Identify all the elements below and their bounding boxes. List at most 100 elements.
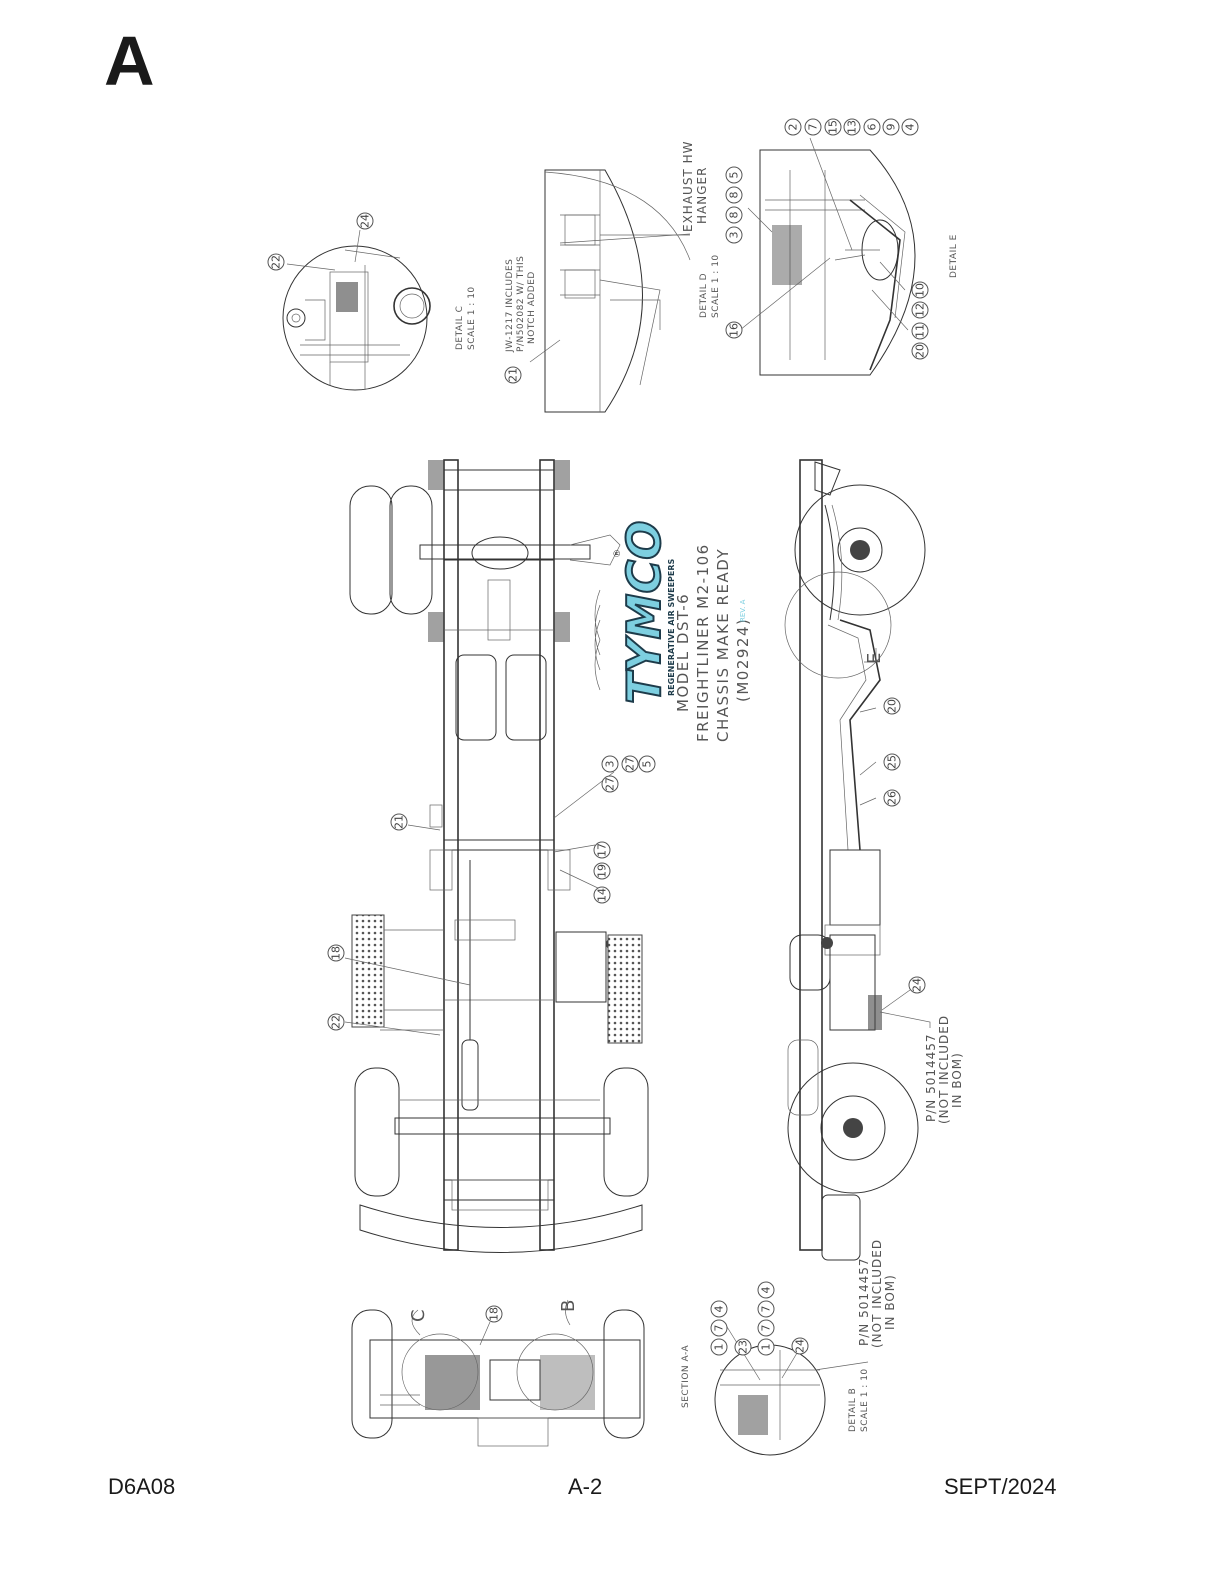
- title-make-ready: CHASSIS MAKE READY: [714, 548, 732, 742]
- callout-balloon: 10: [911, 281, 929, 299]
- callout-balloon: 8: [725, 186, 743, 204]
- detail-d: JW-1217 INCLUDES P/N502082 W/ THIS NOTCH…: [505, 141, 721, 413]
- svg-text:7: 7: [760, 1306, 773, 1313]
- svg-text:3: 3: [604, 761, 617, 768]
- callout-balloon: 4: [757, 1281, 775, 1299]
- balloon-callouts: 2 7 15 13 6 9 4 3 8 8 5 16 10 12 11 20 2…: [267, 118, 929, 1356]
- title-rev: REV. A: [739, 599, 747, 622]
- callout-balloon: 8: [725, 206, 743, 224]
- pn-detail-line1: P/N 5014457: [857, 1257, 871, 1346]
- callout-balloon: 13: [843, 118, 861, 136]
- callout-balloon: 21: [390, 813, 408, 831]
- callout-balloon: 22: [327, 1013, 345, 1031]
- pn-detail-line2: (NOT INCLUDED: [870, 1239, 884, 1348]
- pn-side-line2: (NOT INCLUDED: [937, 1015, 951, 1124]
- pn-detail-line3: IN BOM): [883, 1274, 897, 1330]
- svg-text:6: 6: [866, 124, 879, 131]
- callout-balloon: 9: [882, 118, 900, 136]
- callout-balloon: 12: [911, 301, 929, 319]
- svg-text:22: 22: [270, 255, 283, 269]
- callout-balloon: 6: [863, 118, 881, 136]
- pn-side-line1: P/N 5014457: [924, 1033, 938, 1122]
- svg-text:14: 14: [596, 888, 609, 902]
- detail-d-scale: SCALE 1 : 10: [711, 254, 721, 318]
- chassis-side-view: [784, 459, 931, 1261]
- callout-balloon: 5: [725, 166, 743, 184]
- callout-balloon: 19: [593, 862, 611, 880]
- callout-balloon: 26: [883, 789, 901, 807]
- callout-balloon: 17: [593, 841, 611, 859]
- tymco-logo: TYMCO: [617, 521, 671, 704]
- svg-text:21: 21: [507, 368, 520, 382]
- svg-text:7: 7: [760, 1325, 773, 1332]
- section-aa-label: SECTION A-A: [681, 1344, 691, 1408]
- svg-text:20: 20: [914, 344, 927, 358]
- callout-balloon: 22: [267, 253, 285, 271]
- svg-text:13: 13: [846, 120, 859, 134]
- svg-text:18: 18: [330, 946, 343, 960]
- svg-text:3: 3: [728, 232, 741, 239]
- svg-text:20: 20: [886, 699, 899, 713]
- svg-text:11: 11: [914, 324, 927, 338]
- callout-balloon: 24: [356, 212, 374, 230]
- svg-text:24: 24: [794, 1339, 807, 1353]
- callout-balloon: 7: [710, 1319, 728, 1337]
- callout-balloon: 27: [601, 775, 619, 793]
- svg-text:27: 27: [604, 777, 617, 791]
- section-aa-view: C B E SECTION A-A: [351, 653, 885, 1447]
- svg-text:21: 21: [393, 815, 406, 829]
- callout-balloon: 15: [824, 118, 842, 136]
- detail-e: DETAIL E: [739, 137, 959, 376]
- title-model: MODEL DST-6: [674, 593, 692, 712]
- svg-text:17: 17: [596, 843, 609, 857]
- callout-balloon: 2: [784, 118, 802, 136]
- svg-text:19: 19: [596, 864, 609, 878]
- footer-document-code: D6A08: [108, 1474, 176, 1499]
- callout-balloon: 1: [710, 1338, 728, 1356]
- callout-balloon: 23: [734, 1338, 752, 1356]
- callout-balloon: 4: [710, 1300, 728, 1318]
- svg-text:1: 1: [713, 1344, 726, 1351]
- svg-text:1: 1: [760, 1344, 773, 1351]
- callout-balloon: 24: [908, 976, 926, 994]
- svg-text:7: 7: [713, 1325, 726, 1332]
- callout-balloon: 7: [757, 1319, 775, 1337]
- detail-c: DETAIL C SCALE 1 : 10: [282, 229, 477, 391]
- detail-b-scale: SCALE 1 : 10: [860, 1368, 870, 1432]
- title-block: TYMCO REGENERATIVE AIR SWEEPERS ® MODEL …: [594, 520, 752, 742]
- tymco-tagline: REGENERATIVE AIR SWEEPERS: [667, 558, 676, 696]
- svg-text:5: 5: [728, 172, 741, 179]
- svg-text:10: 10: [914, 283, 927, 297]
- pn-side-line3: IN BOM): [950, 1052, 964, 1108]
- exhaust-note-line1: EXHAUST HW: [681, 141, 695, 232]
- callout-balloon: 5: [638, 755, 656, 773]
- svg-text:2: 2: [787, 124, 800, 131]
- callout-balloon: 7: [757, 1300, 775, 1318]
- callout-balloon: 11: [911, 322, 929, 340]
- callout-balloon: 3: [601, 755, 619, 773]
- callout-balloon: 27: [621, 755, 639, 773]
- callout-balloon: 25: [883, 753, 901, 771]
- callout-balloon: 16: [725, 321, 743, 339]
- view-e-marker: E: [864, 653, 885, 664]
- callout-balloon: 24: [791, 1337, 809, 1355]
- title-chassis: FREIGHTLINER M2-106: [694, 543, 712, 742]
- svg-text:24: 24: [911, 978, 924, 992]
- notch-note-line1: JW-1217 INCLUDES: [505, 259, 515, 353]
- callout-balloon: 14: [593, 886, 611, 904]
- notch-note-line2: P/N502082 W/ THIS: [516, 256, 526, 352]
- svg-text:5: 5: [641, 761, 654, 768]
- registered-mark: ®: [613, 549, 623, 558]
- exhaust-note-line2: HANGER: [695, 167, 709, 224]
- svg-text:4: 4: [760, 1287, 773, 1294]
- svg-text:12: 12: [914, 303, 927, 317]
- svg-text:27: 27: [624, 757, 637, 771]
- detail-e-label: DETAIL E: [949, 234, 959, 278]
- notch-note-line3: NOTCH ADDED: [527, 271, 537, 344]
- svg-text:24: 24: [359, 214, 372, 228]
- view-b-marker: B: [558, 1300, 579, 1312]
- footer-date: SEPT/2024: [944, 1474, 1057, 1499]
- detail-b-label: DETAIL B: [848, 1388, 858, 1432]
- svg-text:4: 4: [904, 124, 917, 131]
